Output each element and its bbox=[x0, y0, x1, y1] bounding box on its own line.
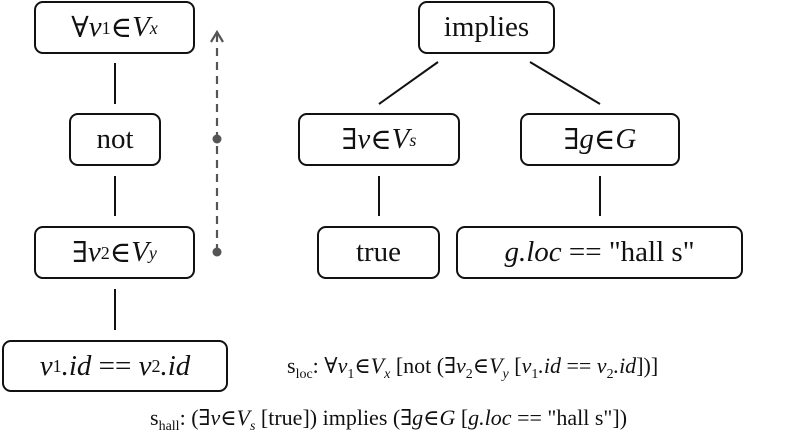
implies-label: implies bbox=[443, 11, 530, 43]
subscript: 2 bbox=[465, 367, 473, 382]
traversal-dot-not bbox=[212, 134, 222, 144]
colon: : bbox=[312, 353, 325, 378]
element-of-symbol: ∈ bbox=[370, 124, 392, 156]
equals-operator: == bbox=[511, 405, 548, 430]
edge-implies-right bbox=[529, 61, 601, 105]
set-V: V bbox=[132, 11, 150, 43]
text: [not ( bbox=[390, 353, 445, 378]
var: v bbox=[521, 353, 532, 378]
true-label: true bbox=[355, 236, 402, 268]
hall-s-string: "hall s" bbox=[608, 236, 695, 268]
equals-operator: == bbox=[561, 236, 609, 268]
element-of-symbol: ∈ bbox=[110, 12, 133, 44]
text: [ bbox=[508, 353, 522, 378]
set-G: G bbox=[615, 123, 637, 155]
set: V bbox=[370, 353, 385, 378]
text: [ bbox=[455, 405, 469, 430]
var-v1: v bbox=[39, 349, 53, 382]
var: v bbox=[456, 353, 466, 378]
var-v: v bbox=[87, 236, 101, 268]
element-of-symbol: ∈ bbox=[472, 353, 490, 378]
forall-symbol: ∀ bbox=[71, 12, 89, 44]
attr-id: .id bbox=[61, 349, 92, 382]
set-V: V bbox=[391, 123, 410, 155]
exists-symbol: ∃ bbox=[563, 124, 580, 156]
g-loc: g.loc bbox=[468, 405, 512, 430]
var-v2: v bbox=[138, 349, 152, 382]
dashed-up-arrow-icon bbox=[210, 29, 224, 257]
equals-operator: == bbox=[560, 353, 597, 378]
text: [true]) implies ( bbox=[255, 405, 401, 430]
element-of-symbol: ∈ bbox=[109, 237, 132, 269]
var-v: v bbox=[88, 11, 102, 43]
node-loc-equality: g.loc == "hall s" bbox=[456, 226, 743, 279]
formula-name-sub: hall bbox=[158, 419, 180, 434]
var: v bbox=[337, 353, 348, 378]
var-g: g bbox=[579, 123, 594, 155]
node-implies: implies bbox=[418, 1, 555, 54]
subscript: 1 bbox=[531, 367, 539, 382]
attr: .id bbox=[538, 353, 561, 378]
set: V bbox=[489, 353, 503, 378]
element-of-symbol: ∈ bbox=[423, 405, 440, 430]
exists-symbol: ∃ bbox=[198, 405, 211, 430]
exists-symbol: ∃ bbox=[444, 353, 457, 378]
equals-operator: == bbox=[91, 349, 139, 382]
g-loc: g.loc bbox=[504, 236, 562, 268]
attr-id: .id bbox=[160, 349, 191, 382]
formula-s-loc: sloc: ∀v1∈Vx [not (∃v2∈Vy [v1.id == v2.i… bbox=[287, 353, 659, 382]
traversal-dot-exists bbox=[212, 247, 222, 257]
subscript: y bbox=[502, 367, 509, 382]
var: v bbox=[596, 353, 607, 378]
element-of-symbol: ∈ bbox=[354, 353, 371, 378]
subscript: 1 bbox=[347, 367, 355, 382]
set: V bbox=[236, 405, 250, 430]
set: G bbox=[439, 405, 456, 430]
element-of-symbol: ∈ bbox=[593, 124, 616, 156]
edge-implies-left bbox=[378, 61, 439, 105]
hall-s-string: "hall s" bbox=[547, 405, 613, 430]
formula-name-sub: loc bbox=[295, 367, 313, 382]
text: ]) bbox=[612, 405, 628, 430]
formula-name: s bbox=[287, 353, 296, 378]
forall-symbol: ∀ bbox=[324, 353, 338, 378]
exists-symbol: ∃ bbox=[341, 124, 358, 156]
node-true: true bbox=[317, 226, 440, 279]
element-of-symbol: ∈ bbox=[220, 405, 237, 430]
subscript: x bbox=[384, 367, 391, 382]
formula-name: s bbox=[150, 405, 159, 430]
var-v: v bbox=[357, 123, 371, 155]
node-not: not bbox=[69, 113, 161, 166]
subscript: s bbox=[249, 419, 256, 434]
var: g bbox=[412, 405, 424, 430]
not-label: not bbox=[96, 123, 134, 155]
subscript: 2 bbox=[606, 367, 614, 382]
exists-symbol: ∃ bbox=[400, 405, 413, 430]
set-V: V bbox=[131, 236, 149, 268]
attr: .id bbox=[613, 353, 637, 378]
colon: : bbox=[179, 405, 192, 430]
var: v bbox=[210, 405, 221, 430]
text: ])] bbox=[636, 353, 659, 378]
text: ( bbox=[191, 405, 199, 430]
formula-s-hall: shall: (∃v∈Vs [true]) implies (∃g∈G [g.l… bbox=[150, 405, 628, 434]
exists-symbol: ∃ bbox=[72, 237, 88, 269]
node-exists-g: ∃ g ∈ G bbox=[520, 113, 680, 166]
